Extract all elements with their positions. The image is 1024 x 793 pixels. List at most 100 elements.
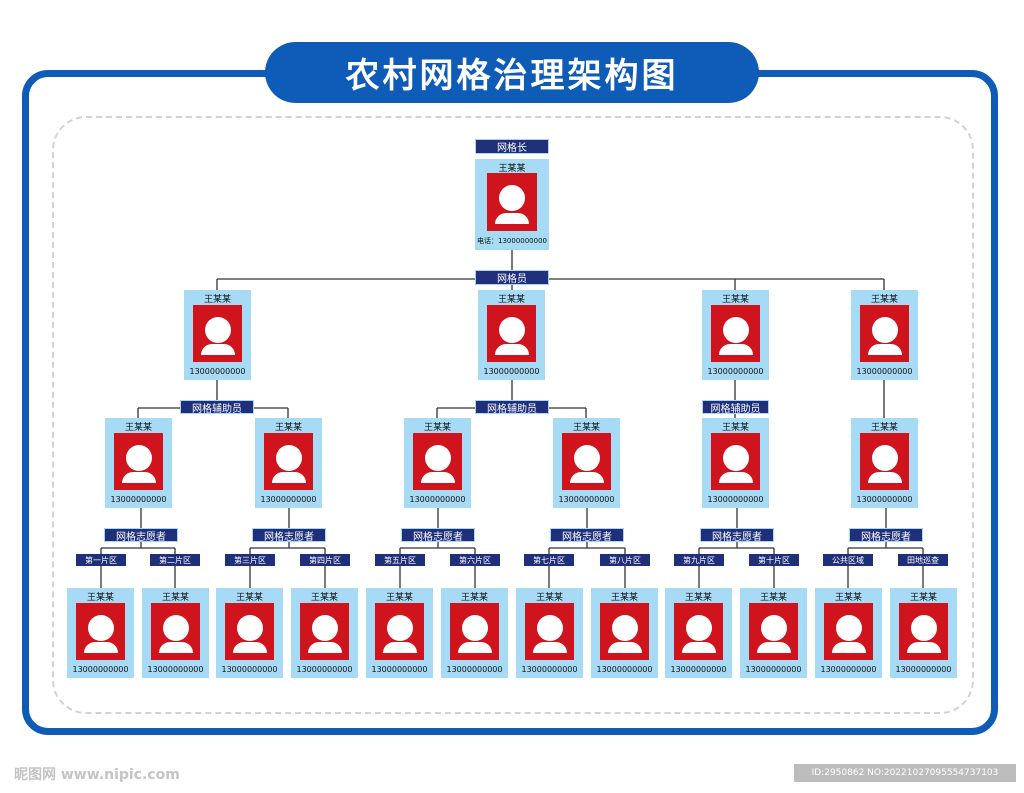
person-phone: 13000000000 (596, 665, 653, 674)
tag-district-5: 第五片区 (375, 554, 425, 566)
person-name: 王某某 (310, 593, 338, 603)
person-silhouette-icon (711, 433, 760, 490)
person-phone: 13000000000 (856, 495, 913, 504)
person-silhouette-icon (76, 603, 125, 660)
person-phone: 13000000000 (110, 495, 167, 504)
person-phone: 13000000000 (221, 665, 278, 674)
person-phone: 13000000000 (409, 495, 466, 504)
card-assistant-1: 王某某 13000000000 (105, 418, 172, 508)
person-name: 王某某 (721, 295, 749, 305)
card-volunteer-9: 王某某 13000000000 (665, 588, 732, 678)
person-name: 王某某 (385, 593, 413, 603)
tag-district-3: 第三片区 (225, 554, 275, 566)
person-phone: 13000000000 (147, 665, 204, 674)
person-silhouette-icon (487, 305, 536, 362)
person-silhouette-icon (824, 603, 873, 660)
person-name: 王某某 (161, 593, 189, 603)
person-phone: 13000000000 (820, 665, 877, 674)
person-phone: 13000000000 (296, 665, 353, 674)
person-name: 王某某 (909, 593, 937, 603)
person-silhouette-icon (413, 433, 462, 490)
person-phone: 13000000000 (371, 665, 428, 674)
card-volunteer-1: 王某某 13000000000 (67, 588, 134, 678)
tag-assistant-2: 网格辅助员 (475, 400, 549, 415)
person-name: 王某某 (235, 593, 263, 603)
person-silhouette-icon (450, 603, 499, 660)
person-silhouette-icon (264, 433, 313, 490)
person-silhouette-icon (193, 305, 242, 362)
card-volunteer-12: 王某某 13000000000 (890, 588, 957, 678)
dashed-inner-frame (52, 116, 974, 714)
person-phone: 13000000000 (446, 665, 503, 674)
tag-district-6: 第六片区 (450, 554, 500, 566)
person-phone: 13000000000 (558, 495, 615, 504)
tag-district-2: 第二片区 (150, 554, 200, 566)
person-name: 王某某 (423, 423, 451, 433)
tag-district-1: 第一片区 (76, 554, 126, 566)
person-phone: 13000000000 (895, 665, 952, 674)
card-volunteer-5: 王某某 13000000000 (366, 588, 433, 678)
person-silhouette-icon (375, 603, 424, 660)
person-phone: 13000000000 (72, 665, 129, 674)
card-volunteer-8: 王某某 13000000000 (591, 588, 658, 678)
person-phone: 13000000000 (260, 495, 317, 504)
person-name: 王某某 (460, 593, 488, 603)
tag-district-9: 第九片区 (674, 554, 724, 566)
person-silhouette-icon (860, 305, 909, 362)
person-name: 王某某 (498, 164, 526, 174)
person-name: 王某某 (274, 423, 302, 433)
person-name: 王某某 (870, 423, 898, 433)
card-assistant-3: 王某某 13000000000 (404, 418, 471, 508)
person-phone: 13000000000 (521, 665, 578, 674)
tag-assistant-1: 网格辅助员 (180, 400, 254, 415)
person-phone: 13000000000 (707, 367, 764, 376)
person-name: 王某某 (610, 593, 638, 603)
tag-member: 网格员 (475, 270, 549, 285)
person-name: 王某某 (721, 423, 749, 433)
card-leader: 王某某 电话：13000000000 (475, 159, 549, 250)
card-member-4: 王某某 13000000000 (851, 290, 918, 380)
card-volunteer-6: 王某某 13000000000 (441, 588, 508, 678)
person-name: 王某某 (124, 423, 152, 433)
card-assistant-4: 王某某 13000000000 (553, 418, 620, 508)
person-silhouette-icon (899, 603, 948, 660)
card-member-3: 王某某 13000000000 (702, 290, 769, 380)
tag-volunteer-6: 网格志愿者 (849, 528, 923, 543)
tag-leader: 网格长 (475, 139, 549, 154)
tag-district-7: 第七片区 (524, 554, 574, 566)
person-phone: 13000000000 (483, 367, 540, 376)
person-silhouette-icon (225, 603, 274, 660)
person-silhouette-icon (674, 603, 723, 660)
person-phone: 13000000000 (189, 367, 246, 376)
person-silhouette-icon (749, 603, 798, 660)
tag-district-8: 第八片区 (600, 554, 650, 566)
person-name: 王某某 (203, 295, 231, 305)
diagram-title: 农村网格治理架构图 (265, 42, 759, 103)
person-silhouette-icon (151, 603, 200, 660)
person-phone: 13000000000 (745, 665, 802, 674)
tag-volunteer-5: 网格志愿者 (700, 528, 774, 543)
tag-volunteer-4: 网格志愿者 (550, 528, 624, 543)
person-name: 王某某 (497, 295, 525, 305)
card-volunteer-10: 王某某 13000000000 (740, 588, 807, 678)
person-name: 王某某 (870, 295, 898, 305)
tag-district-12: 田地巡查 (898, 554, 948, 566)
card-assistant-5: 王某某 13000000000 (702, 418, 769, 508)
card-volunteer-2: 王某某 13000000000 (142, 588, 209, 678)
card-volunteer-3: 王某某 13000000000 (216, 588, 283, 678)
tag-volunteer-2: 网格志愿者 (252, 528, 326, 543)
person-silhouette-icon (600, 603, 649, 660)
person-name: 王某某 (759, 593, 787, 603)
card-volunteer-4: 王某某 13000000000 (291, 588, 358, 678)
watermark-left: 昵图网 www.nipic.com (14, 767, 180, 783)
person-silhouette-icon (562, 433, 611, 490)
person-silhouette-icon (711, 305, 760, 362)
card-volunteer-11: 王某某 13000000000 (815, 588, 882, 678)
tag-district-4: 第四片区 (300, 554, 350, 566)
tag-volunteer-1: 网格志愿者 (104, 528, 178, 543)
person-silhouette-icon (114, 433, 163, 490)
person-silhouette-icon (300, 603, 349, 660)
tag-assistant-3: 网格辅助员 (702, 400, 769, 415)
person-phone: 13000000000 (670, 665, 727, 674)
card-member-2: 王某某 13000000000 (478, 290, 545, 380)
